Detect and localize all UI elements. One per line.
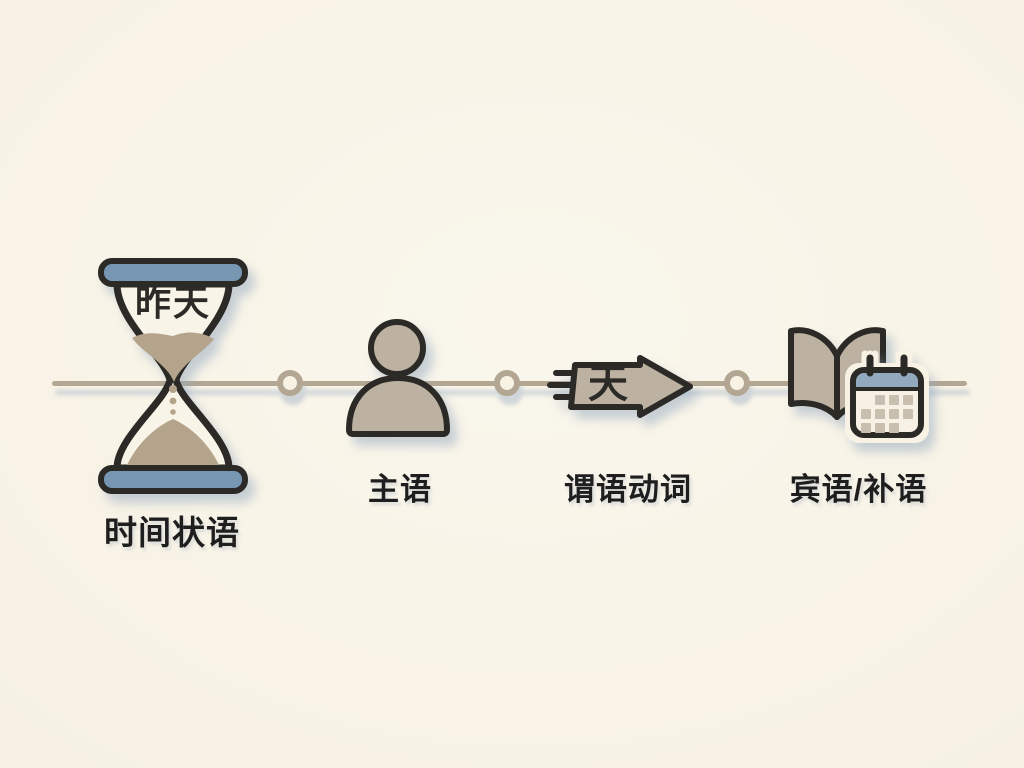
- calendar-cell: [861, 409, 871, 419]
- label-predicate-verb: 谓语动词: [564, 472, 692, 507]
- person-head: [368, 319, 426, 377]
- falling-sand-dot: [169, 385, 177, 393]
- calendar-cell: [903, 409, 913, 419]
- calendar-cell: [875, 395, 885, 405]
- calendar-cell: [889, 395, 899, 405]
- connector-node-1: [277, 370, 303, 396]
- falling-sand-dot: [169, 397, 177, 405]
- speed-lines: [547, 370, 589, 400]
- calendar-cell: [889, 409, 899, 419]
- calendar-cell: [861, 423, 871, 433]
- speed-arrow-icon: [547, 355, 693, 418]
- book-left-page: [788, 327, 840, 420]
- hourglass-bottom-sand: [127, 419, 219, 465]
- calendar-cell: [875, 423, 885, 433]
- calendar-rings: [866, 354, 908, 377]
- calendar-cell: [875, 409, 885, 419]
- hourglass-icon: [98, 258, 248, 494]
- flow-connector: [52, 370, 967, 396]
- label-subject: 主语: [368, 472, 432, 507]
- person-body: [346, 375, 450, 437]
- calendar-cell: [903, 395, 913, 405]
- label-time-adverbial: 时间状语: [104, 514, 240, 551]
- connector-node-3: [724, 370, 750, 396]
- hourglass-word: 昨天: [134, 282, 211, 323]
- calendar-outline: [850, 367, 924, 438]
- connector-node-2: [494, 370, 520, 396]
- arrow-word: 天: [588, 362, 628, 406]
- person-icon: [346, 319, 450, 437]
- hourglass-bottom-cap: [98, 465, 248, 494]
- label-object-complement: 宾语/补语: [789, 472, 928, 507]
- hourglass-top-cap: [98, 258, 248, 287]
- calendar-icon: [850, 354, 924, 438]
- hourglass-top-sand: [132, 332, 214, 382]
- falling-sand-dot: [170, 409, 176, 415]
- calendar-cell: [889, 423, 899, 433]
- arrow-shape: [568, 355, 693, 418]
